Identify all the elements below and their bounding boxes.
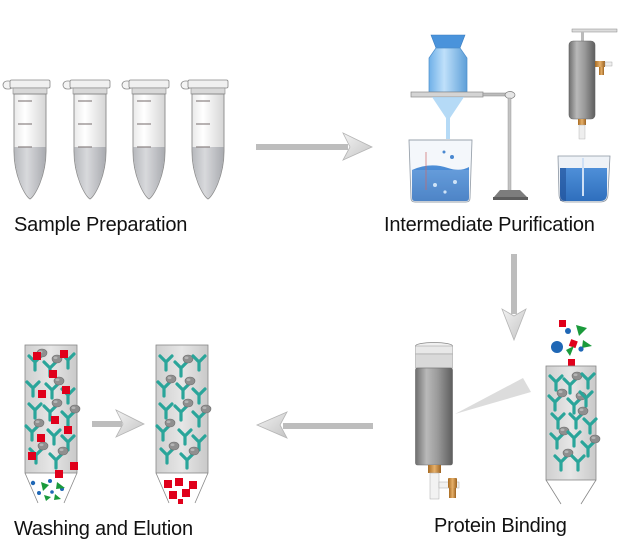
- arrow-right-icon: [92, 409, 145, 438]
- ring-stand: [482, 91, 528, 200]
- magnify-wedge: [455, 378, 531, 414]
- filter-bottle: [410, 34, 484, 139]
- sample-preparation-illustration: [2, 79, 229, 200]
- arrow-left-icon: [255, 411, 373, 439]
- impurities: [551, 320, 592, 366]
- arrow-right-icon: [256, 132, 373, 161]
- step-label-protein-binding: Protein Binding: [434, 515, 567, 537]
- elution-column: [155, 344, 211, 504]
- affinity-column: [415, 342, 460, 500]
- microcentrifuge-tube: [62, 79, 111, 200]
- microcentrifuge-tube: [180, 79, 229, 200]
- step-label-sample-preparation: Sample Preparation: [14, 214, 188, 236]
- protein-binding-illustration: [415, 320, 601, 505]
- microcentrifuge-tube: [121, 79, 170, 200]
- microcentrifuge-tube: [2, 79, 51, 200]
- washing-and-elution-illustration: [24, 344, 211, 504]
- intermediate-purification-illustration: [408, 28, 618, 203]
- chromatography-column: [568, 28, 618, 140]
- resin-column: [545, 365, 600, 505]
- step-label-intermediate-purification: Intermediate Purification: [384, 214, 595, 236]
- step-label-washing-and-elution: Washing and Elution: [14, 518, 193, 540]
- wash-column: [24, 344, 80, 504]
- beaker: [408, 139, 473, 203]
- arrow-down-icon: [501, 254, 527, 342]
- collection-beaker: [557, 155, 611, 203]
